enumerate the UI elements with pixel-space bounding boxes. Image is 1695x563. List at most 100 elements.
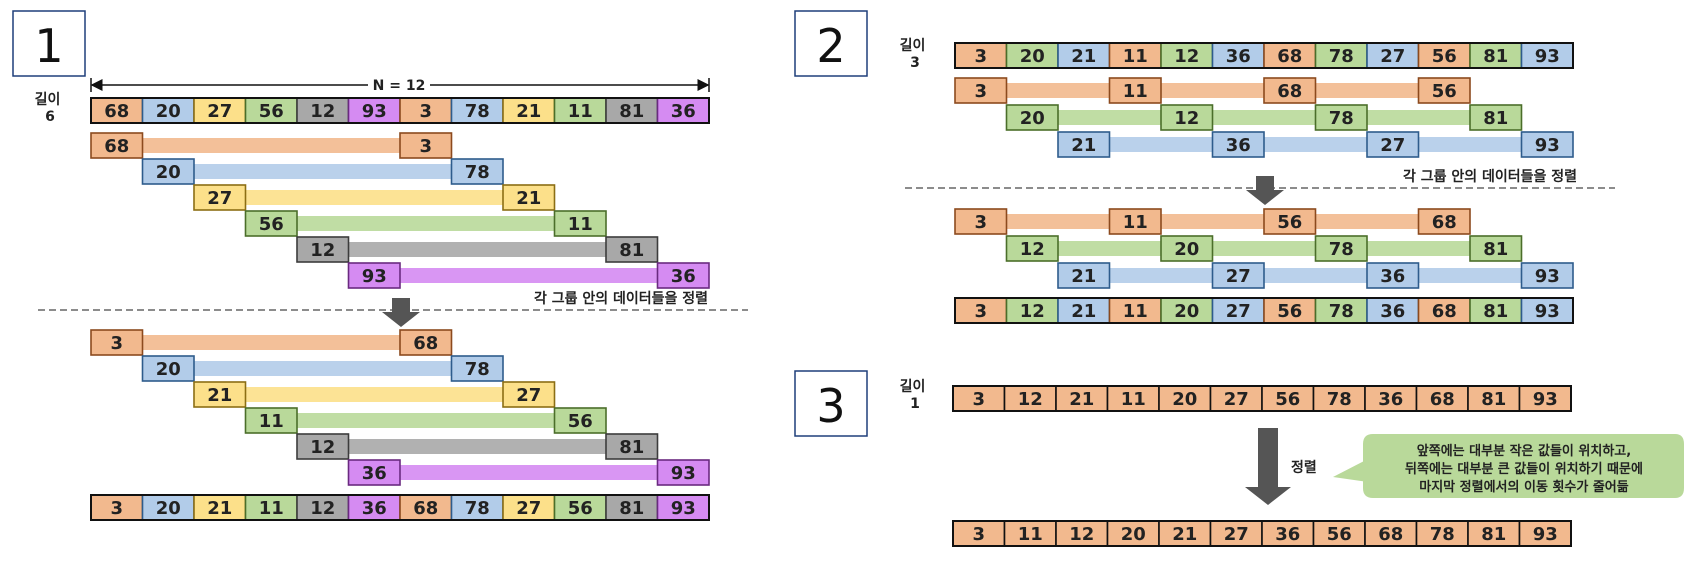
cell-value: 81: [1481, 524, 1506, 545]
step2-result-row-cell: 21: [1057, 297, 1111, 324]
step2-initial-row-cell: 56: [1417, 42, 1471, 69]
group-connector-bar: [1006, 214, 1419, 229]
cell-value: 56: [1277, 301, 1302, 322]
cell-value: 68: [1277, 81, 1302, 102]
step2-result-row-cell: 81: [1469, 297, 1523, 324]
step3-result-row-cell: 27: [1209, 520, 1263, 547]
step3-length-line1: 길이: [900, 378, 926, 395]
step1-after-cell: 93: [656, 459, 710, 486]
step1-after-cell: 68: [399, 329, 453, 356]
step2-length-line2: 3: [910, 55, 920, 71]
group-connector-bar: [1006, 83, 1419, 98]
step3-initial-row-cell: 56: [1261, 385, 1315, 412]
step1-after-cell: 27: [502, 381, 556, 408]
cell-value: 36: [1380, 301, 1405, 322]
cell-value: 56: [568, 498, 593, 519]
step2-before-cell: 27: [1366, 131, 1420, 158]
step2-initial-row-cell: 20: [1005, 42, 1059, 69]
cell-value: 68: [413, 498, 438, 519]
cell-value: 3: [110, 333, 123, 354]
step1-before-cell: 68: [90, 132, 144, 159]
cell-value: 81: [1483, 46, 1508, 67]
cell-value: 11: [1123, 212, 1148, 233]
cell-value: 36: [1380, 266, 1405, 287]
cell-value: 27: [1224, 524, 1249, 545]
step2-label-box: 2: [794, 10, 868, 77]
group-connector-bar: [400, 465, 658, 480]
cell-value: 93: [671, 463, 696, 484]
step3-result-row-cell: 36: [1261, 520, 1315, 547]
cell-value: 56: [568, 411, 593, 432]
cell-value: 27: [1380, 46, 1405, 67]
cell-value: 78: [1329, 108, 1354, 129]
step2-initial-row-cell: 27: [1366, 42, 1420, 69]
step2-result-row-cell: 93: [1520, 297, 1574, 324]
cell-value: 11: [1121, 389, 1146, 410]
step2-before-cell: 56: [1417, 77, 1471, 104]
step1-before-cell: 21: [502, 184, 556, 211]
step1-label-box: 1: [12, 10, 86, 77]
cell-value: 93: [671, 498, 696, 519]
step1-before-cell: 81: [605, 236, 659, 263]
group-connector-bar: [297, 216, 555, 231]
cell-value: 12: [310, 437, 335, 458]
bubble-line-2: 뒤쪽에는 대부분 큰 값들이 위치하기 때문에: [1405, 461, 1643, 477]
step2-initial-row-cell: 36: [1211, 42, 1265, 69]
step2-initial-row-cell: 68: [1263, 42, 1317, 69]
step2-sort-caption: 각 그룹 안의 데이터들을 정렬: [1403, 168, 1577, 185]
step2-before-cell: 3: [954, 77, 1008, 104]
cell-value: 21: [1071, 301, 1096, 322]
step1-result-row-cell: 93: [656, 494, 710, 521]
cell-value: 68: [1430, 389, 1455, 410]
cell-value: 21: [1069, 389, 1094, 410]
group-connector-bar: [1109, 137, 1522, 152]
step3-initial-row-cell: 20: [1158, 385, 1212, 412]
cell-value: 36: [1378, 389, 1403, 410]
step2-length-label: 길이 3: [900, 37, 931, 71]
step2-initial-row-cell: 81: [1469, 42, 1523, 69]
step1-before-cell: 78: [450, 158, 504, 185]
step2-initial-row-cell: 11: [1108, 42, 1162, 69]
step1-initial-row-cell: 36: [656, 97, 710, 124]
group-connector-bar: [348, 439, 606, 454]
cell-value: 20: [1020, 108, 1045, 129]
step1-result-row-cell: 27: [502, 494, 556, 521]
cell-value: 78: [1329, 239, 1354, 260]
step1-result-row-cell: 3: [90, 494, 144, 521]
cell-value: 68: [104, 136, 129, 157]
step3-content: 정렬 앞쪽에는 대부분 작은 값들이 위치하고, 뒤쪽에는 대부분 큰 값들이 …: [952, 385, 1684, 547]
step3-initial-row-cell: 36: [1364, 385, 1418, 412]
step2-length-line1: 길이: [900, 37, 926, 54]
step1-result-row-cell: 21: [193, 494, 247, 521]
cell-value: 36: [362, 498, 387, 519]
group-connector-bar: [194, 361, 452, 376]
step1-before-cell: 20: [141, 158, 195, 185]
cell-value: 93: [1533, 524, 1558, 545]
cell-value: 56: [1432, 46, 1457, 67]
step2-after-cell: 68: [1417, 208, 1471, 235]
step2-after-cell: 36: [1366, 262, 1420, 289]
step2-after-cell: 81: [1469, 235, 1523, 262]
step3-length-line2: 1: [910, 396, 920, 412]
bubble-line-3: 마지막 정렬에서의 이동 횟수가 줄어듦: [1419, 479, 1629, 495]
cell-value: 78: [1430, 524, 1455, 545]
step3-initial-row-cell: 93: [1518, 385, 1572, 412]
cell-value: 81: [619, 101, 644, 122]
step1-after-cell: 56: [553, 407, 607, 434]
step1-down-arrow: [382, 298, 420, 327]
cell-value: 68: [1432, 212, 1457, 233]
step2-result-row-cell: 78: [1314, 297, 1368, 324]
cell-value: 93: [362, 266, 387, 287]
cell-value: 93: [1535, 135, 1560, 156]
step2-after-cell: 12: [1005, 235, 1059, 262]
step3-speech-bubble: 앞쪽에는 대부분 작은 값들이 위치하고, 뒤쪽에는 대부분 큰 값들이 위치하…: [1333, 434, 1684, 498]
